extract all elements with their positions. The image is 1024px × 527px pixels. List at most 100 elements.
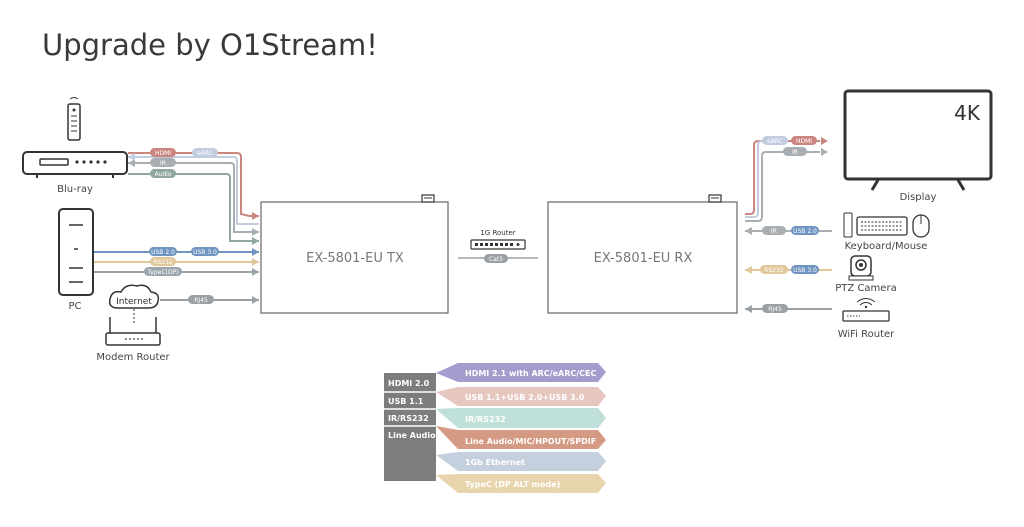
ir-back-arrow bbox=[128, 159, 135, 167]
tx-label: EX-5801-EU TX bbox=[306, 251, 404, 266]
tag-earc-r-text: eARC bbox=[767, 138, 783, 145]
modem-router-icon bbox=[105, 309, 161, 346]
left-tags: HDMI eARC IR Audio USB 2.0 USB 3.0 RS232… bbox=[144, 148, 219, 304]
display-icon bbox=[843, 89, 993, 191]
display-label: Display bbox=[900, 192, 937, 203]
tag-rj45-r-text: RJ45 bbox=[768, 306, 782, 313]
hdmi-wire-right bbox=[745, 140, 820, 215]
tag-hdmi-text: HDMI bbox=[155, 150, 171, 157]
tag-audio-text: Audio bbox=[154, 171, 171, 178]
tag-earc-r bbox=[762, 136, 788, 145]
page-title: Upgrade by O1Stream! bbox=[42, 28, 378, 62]
legend-right-1: USB 1.1+USB 2.0+USB 3.0 bbox=[465, 393, 585, 402]
network-switch-icon bbox=[470, 239, 526, 250]
bluray-player-icon bbox=[22, 151, 128, 178]
tag-usb3-text: USB 3.0 bbox=[193, 249, 217, 256]
legend: HDMI 2.0 USB 1.1 IR/RS232 Line Audio HDM… bbox=[384, 363, 606, 493]
earc-back-arrow bbox=[128, 153, 135, 161]
legend-left-3: Line Audio bbox=[388, 431, 436, 440]
tag-ir bbox=[150, 158, 176, 167]
legend-left-panel bbox=[384, 373, 436, 481]
right-arrowheads bbox=[745, 137, 828, 313]
tag-hdmi bbox=[150, 148, 176, 157]
tag-rj45 bbox=[188, 295, 214, 304]
tag-rs232-r-text: RS232 bbox=[764, 267, 784, 274]
legend-right-5: TypeC (DP ALT mode) bbox=[465, 480, 560, 489]
tag-cat5-text: Cat5 bbox=[489, 256, 503, 263]
tag-typec bbox=[144, 267, 182, 276]
legend-band-0 bbox=[436, 363, 606, 382]
tag-ir-r bbox=[783, 147, 807, 156]
legend-band-3 bbox=[436, 426, 606, 449]
tag-usb3-r-text: USB 3.0 bbox=[793, 267, 817, 274]
router-label: 1G Router bbox=[480, 229, 515, 237]
right-wires bbox=[745, 140, 832, 310]
tag-hdmi-r-text: HDMI bbox=[796, 138, 812, 145]
tag-usb3-r bbox=[791, 265, 819, 274]
legend-left-1: USB 1.1 bbox=[388, 397, 424, 406]
tag-ir-r2-text: IR bbox=[771, 228, 777, 235]
tag-earc bbox=[192, 148, 218, 157]
tag-rs232-text: RS232 bbox=[153, 259, 173, 266]
tx-unit bbox=[260, 194, 449, 314]
modem-router-label: Modem Router bbox=[96, 352, 170, 363]
wifi-router-icon bbox=[842, 298, 890, 322]
typec-arrow bbox=[252, 268, 259, 276]
wifi-router-label: WiFi Router bbox=[838, 329, 895, 340]
legend-band-4 bbox=[436, 452, 606, 471]
remote-control-icon bbox=[67, 97, 81, 141]
display-resolution: 4K bbox=[954, 101, 981, 125]
pc-label: PC bbox=[68, 301, 81, 312]
tag-usb2-text: USB 2.0 bbox=[151, 249, 175, 256]
ir-wire-left bbox=[128, 162, 259, 233]
legend-right-3: Line Audio/MIC/HPOUT/SPDIF bbox=[465, 437, 596, 446]
tag-rj45-text: RJ45 bbox=[194, 297, 208, 304]
tag-usb3 bbox=[191, 247, 219, 256]
tag-usb2 bbox=[149, 247, 177, 256]
tag-cat5 bbox=[484, 254, 508, 263]
hdmi-wire-left bbox=[128, 152, 259, 217]
ir-out-arrow bbox=[821, 148, 828, 156]
earc-wire-left bbox=[128, 156, 259, 225]
ir-arrow bbox=[252, 228, 259, 236]
tag-earc-text: eARC bbox=[197, 150, 213, 157]
ptz-in-arrow bbox=[745, 266, 752, 274]
audio-wire-left bbox=[128, 173, 259, 242]
tag-audio bbox=[150, 169, 176, 178]
rs232-arrow bbox=[252, 258, 259, 266]
internet-label: Internet bbox=[116, 297, 152, 307]
kbd-in-arrow bbox=[745, 227, 752, 235]
tag-ir-text: IR bbox=[160, 160, 166, 167]
legend-right-0: HDMI 2.1 with ARC/eARC/CEC bbox=[465, 369, 597, 378]
legend-band-5 bbox=[436, 474, 606, 493]
right-tags: eARC HDMI IR IR USB 2.0 RS232 USB 3.0 RJ… bbox=[760, 136, 819, 313]
earc-wire-right bbox=[745, 140, 763, 218]
hdmi-out-arrow bbox=[821, 137, 828, 145]
pc-tower-icon bbox=[58, 208, 94, 296]
audio-arrow bbox=[252, 237, 259, 245]
tag-usb2-r bbox=[791, 226, 819, 235]
ir-wire-right bbox=[745, 151, 820, 222]
hdmi-arrow bbox=[252, 212, 259, 220]
rx-unit bbox=[547, 194, 738, 314]
ptz-camera-label: PTZ Camera bbox=[835, 283, 896, 294]
tag-rs232 bbox=[150, 257, 176, 266]
keyboard-mouse-icon bbox=[843, 212, 930, 238]
legend-right-2: IR/RS232 bbox=[465, 415, 506, 424]
tag-ir-r2 bbox=[762, 226, 786, 235]
rx-label: EX-5801-EU RX bbox=[594, 251, 693, 266]
cloud-icon bbox=[108, 284, 160, 309]
tag-hdmi-r bbox=[791, 136, 817, 145]
left-arrowheads bbox=[128, 153, 259, 304]
legend-band-1 bbox=[436, 387, 606, 406]
tag-rs232-r bbox=[760, 265, 788, 274]
keyboard-mouse-label: Keyboard/Mouse bbox=[845, 241, 928, 252]
legend-left-2: IR/RS232 bbox=[388, 414, 429, 423]
wifi-in-arrow bbox=[745, 305, 752, 313]
tag-ir-r-text: IR bbox=[792, 149, 798, 156]
left-wires bbox=[94, 152, 259, 301]
tag-typec-text: TypeC(DP) bbox=[147, 269, 179, 276]
legend-left-0: HDMI 2.0 bbox=[388, 379, 430, 388]
tag-rj45-r bbox=[762, 304, 788, 313]
